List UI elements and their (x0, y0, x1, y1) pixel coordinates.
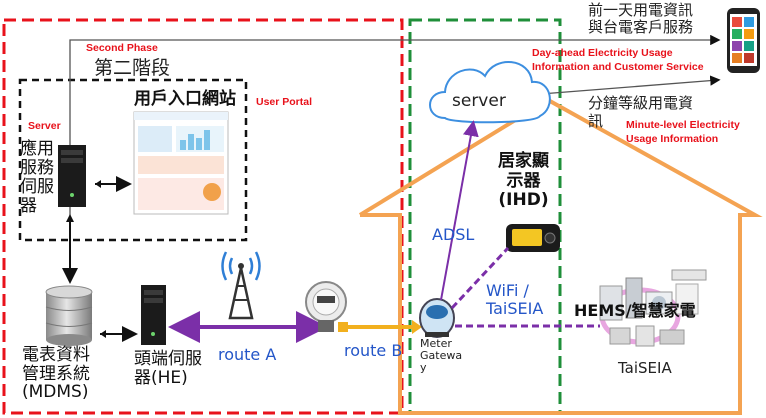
minute-level-label-en: Minute-level Electricity Usage Informati… (626, 119, 740, 146)
user-portal-label-en: User Portal (256, 96, 313, 108)
database-icon (45, 285, 93, 346)
meter-gateway-label: Meter Gatewa y (420, 337, 463, 375)
smartphone-icon (727, 8, 760, 73)
day-ahead-label-zh: 前一天用電資訊 與台電客戶服務 (588, 1, 694, 37)
second-phase-label-en: Second Phase (86, 42, 158, 54)
hems-label: HEMS/智慧家電 (574, 301, 696, 320)
route-b-label: route B (344, 341, 403, 360)
electric-meter-icon (305, 281, 347, 332)
app-server-tower (58, 145, 86, 207)
mdms-label: 電表資料 管理系統 (MDMS) (22, 345, 90, 403)
app-server-label-zh: 應用 服務 伺服 器 (20, 139, 54, 217)
cloud-server-label: server (452, 91, 506, 111)
smart-appliances-cluster (599, 269, 707, 347)
antenna-tower-icon (221, 251, 261, 320)
user-portal-title-zh: 用戶入口網站 (134, 89, 236, 109)
link-cloud-to-phone (527, 75, 721, 96)
head-end-server-tower (141, 285, 166, 345)
wifi-label: WiFi / TaiSEIA (486, 281, 544, 319)
second-phase-box (18, 78, 248, 242)
adsl-link (440, 120, 479, 301)
minute-level-label-zh: 分鐘等級用電資 訊 (588, 94, 694, 130)
head-end-label: 頭端伺服 器(HE) (134, 349, 202, 388)
ihd-label: 居家顯 示器 (IHD) (498, 151, 549, 211)
route-a-label: route A (218, 345, 277, 364)
day-ahead-label-en: Day-ahead Electricity Usage Information … (532, 47, 704, 74)
taiseia-label: TaiSEIA (618, 359, 672, 377)
meter-gateway-device (419, 298, 455, 338)
second-phase-label-zh: 第二階段 (94, 57, 171, 79)
cloud-shape (429, 61, 551, 124)
adsl-label: ADSL (432, 225, 475, 244)
server-label-en: Server (28, 120, 61, 132)
portal-screenshot (133, 111, 229, 215)
ihd-device (506, 224, 560, 252)
house-outline (358, 97, 763, 415)
wifi-link-ihd (450, 246, 510, 310)
